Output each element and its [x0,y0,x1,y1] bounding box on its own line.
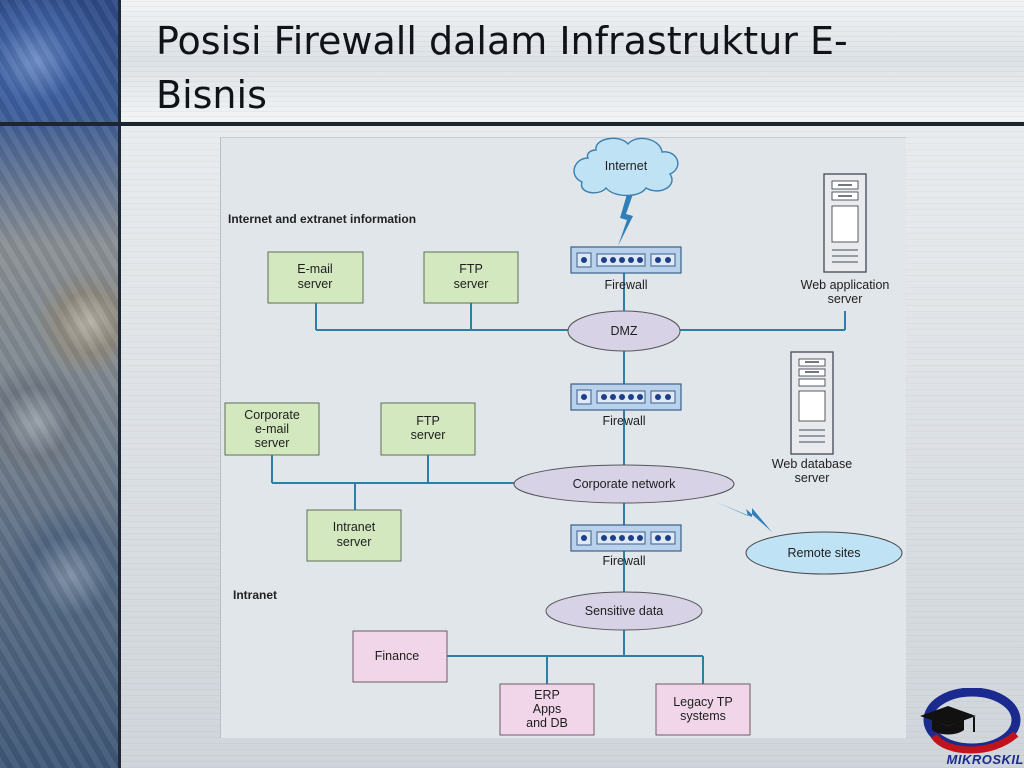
web-application-server-node: Web application server [801,173,890,306]
dmz-label: DMZ [610,324,637,338]
firewall-label-3: Firewall [602,554,645,568]
firewall-node-2: Firewall [570,383,682,428]
ftp-server-1-label-1: FTP [459,262,483,276]
legacy-tp-label-1: Legacy TP [673,695,733,709]
connector-lines [271,272,846,684]
side-divider [118,0,121,768]
internet-link-bolt [618,194,633,246]
web-database-server-label-2: server [795,471,830,485]
firewall-device-icon [570,524,682,552]
internet-cloud-node: Internet [573,137,679,197]
email-server-node: E-mail server [267,251,364,304]
legacy-tp-label-2: systems [680,709,726,723]
ftp-server-2-label-1: FTP [416,414,440,428]
ftp-server-node-1: FTP server [423,251,519,304]
logo-text: MIKROSKIL [946,752,1024,767]
ftp-server-2-label-2: server [411,428,446,442]
internet-label: Internet [605,159,648,173]
email-server-label-1: E-mail [297,262,332,276]
corporate-network-label: Corporate network [573,477,677,491]
slide-title-line-1: Posisi Firewall dalam Infrastruktur E- [156,19,848,63]
legacy-tp-node: Legacy TP systems [655,683,751,736]
web-application-server-label-1: Web application [801,278,890,292]
web-database-server-label-1: Web database [772,457,852,471]
remote-link-bolt [716,502,772,532]
section-label-intranet: Intranet [233,588,277,602]
intranet-server-label-2: server [337,535,372,549]
finance-node: Finance [352,630,448,683]
intranet-server-node: Intranet server [306,509,402,562]
firewall-label-2: Firewall [602,414,645,428]
server-tower-icon [790,351,834,455]
ftp-server-node-2: FTP server [380,402,476,456]
title-band [121,0,1024,122]
sensitive-data-label: Sensitive data [585,604,664,618]
intranet-server-label-1: Intranet [333,520,376,534]
slide-title-line-2: Bisnis [156,73,267,117]
decorative-side-image [0,0,118,768]
remote-sites-node: Remote sites [745,531,903,575]
erp-label-1: ERP [534,688,560,702]
remote-sites-label: Remote sites [788,546,861,560]
corporate-email-server-label-2: e-mail [255,422,289,436]
corporate-network-node: Corporate network [513,464,735,504]
web-database-server-node: Web database server [772,351,852,485]
email-server-label-2: server [298,277,333,291]
slide-title: Posisi Firewall dalam Infrastruktur E- B… [156,14,896,122]
web-application-server-label-2: server [828,292,863,306]
mikroskil-logo [920,688,1021,754]
corporate-email-server-label-3: server [255,436,290,450]
dmz-node: DMZ [567,310,681,352]
sensitive-data-node: Sensitive data [545,591,703,631]
server-tower-icon [823,173,867,273]
ftp-server-1-label-2: server [454,277,489,291]
firewall-node-3: Firewall [570,524,682,568]
corporate-email-server-label-1: Corporate [244,408,300,422]
corporate-email-server-node: Corporate e-mail server [224,402,320,456]
firewall-label-1: Firewall [604,278,647,292]
section-label-internet-extranet: Internet and extranet information [228,212,416,226]
title-divider [0,122,1024,126]
firewall-device-icon [570,246,682,274]
finance-label: Finance [375,649,420,663]
erp-node: ERP Apps and DB [499,683,595,736]
firewall-node-1: Firewall [570,246,682,292]
firewall-device-icon [570,383,682,411]
erp-label-3: and DB [526,716,568,730]
erp-label-2: Apps [533,702,562,716]
